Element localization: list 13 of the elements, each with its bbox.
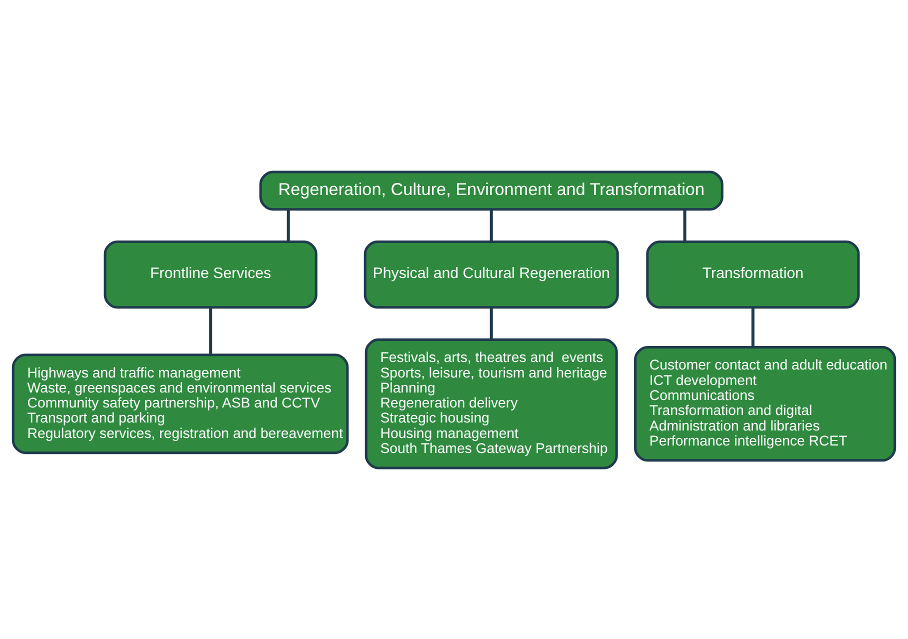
node-box: Customer contact and adult education ICT development Communications Transformation and digital Administration and libraries Performance intelligence RCET: [634, 346, 896, 462]
node-box: Festivals, arts, theatres and events Sports, leisure, tourism and heritage Planning Regeneration delivery Strategic housing Housing management South Thames Gateway Partnership: [364, 338, 618, 469]
connector: [209, 307, 212, 354]
connector: [490, 307, 493, 339]
connector: [751, 307, 754, 346]
node-box: Highways and traffic management Waste, greenspaces and environmental services Community safety partnership, ASB and CCTV Transport and parking Regulatory services, registration and bereavement: [12, 353, 349, 454]
connector: [286, 209, 290, 241]
node-box: Regeneration, Culture, Environment and Transformation: [259, 170, 724, 210]
connector: [683, 209, 686, 241]
node-box: Frontline Services: [104, 240, 318, 308]
connector: [490, 209, 493, 241]
node-box: Physical and Cultural Regeneration: [364, 240, 619, 308]
node-box: Transformation: [646, 240, 860, 308]
